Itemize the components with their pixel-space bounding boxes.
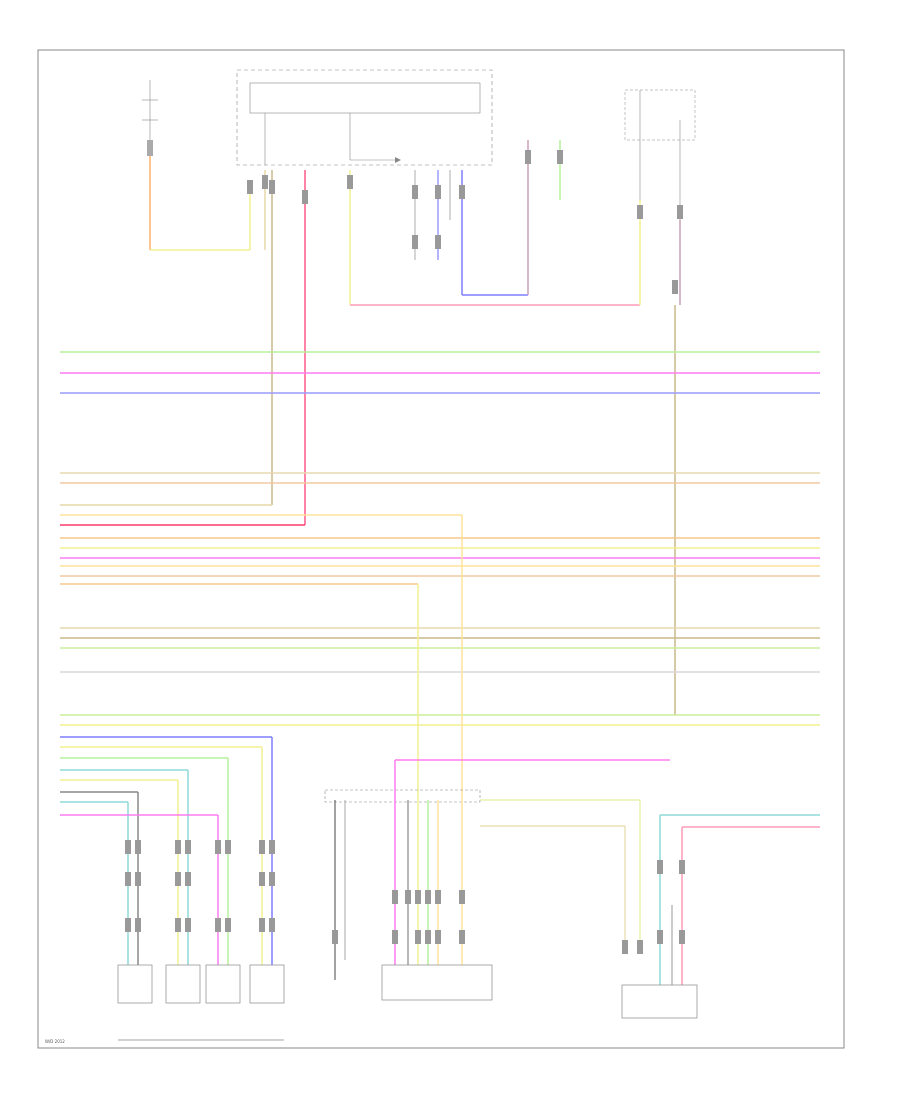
page-label: W/D 2012	[45, 1039, 65, 1044]
diagram-frame	[37, 49, 845, 1049]
pcm-module-box	[236, 69, 493, 166]
right-module-connectors	[622, 860, 685, 954]
bus-group-3	[60, 627, 820, 673]
top-right-fuse-group	[624, 89, 696, 715]
right-module-group	[621, 814, 820, 1019]
center-module-group	[324, 759, 670, 1001]
sensor-fanout-wires	[60, 736, 273, 965]
bus-group-4	[60, 714, 820, 726]
center-module-connectors	[332, 890, 465, 944]
bus-group-1	[60, 351, 820, 394]
top-left-fuse-group	[142, 80, 251, 251]
bus-group-2	[60, 472, 820, 585]
sensor-boxes	[117, 964, 285, 1041]
center-connector-group	[414, 140, 561, 296]
sensor-connectors	[125, 840, 275, 932]
top-connectors	[247, 150, 683, 294]
